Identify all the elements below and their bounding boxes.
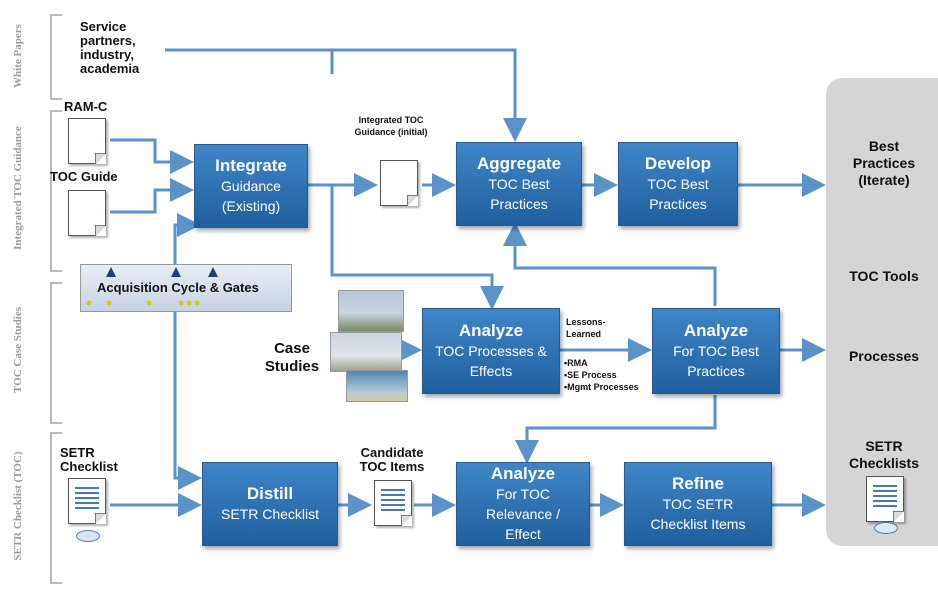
case-studies-label: Case Studies — [264, 340, 320, 375]
acquisition-gate-markers — [86, 267, 218, 306]
candidate-toc-items-label: Candidate TOC Items — [359, 445, 425, 474]
lane-bracket-setr — [50, 432, 62, 584]
develop-box: Develop TOC Best Practices — [618, 142, 738, 226]
analyze-relevance-subtitle: For TOC Relevance / Effect — [486, 486, 560, 542]
setr-checklists-output: SETR Checklists — [848, 438, 920, 471]
service-partners-label: Service partners, industry, academia — [80, 19, 140, 76]
analyze-relevance-box: Analyze For TOC Relevance / Effect — [456, 462, 590, 546]
best-practices-output: Best Practices (Iterate) — [852, 138, 916, 188]
refine-subtitle: TOC SETR Checklist Items — [650, 496, 746, 532]
setr-database-icon — [76, 530, 100, 542]
candidate-items-document-icon — [374, 480, 412, 526]
analyze-best-title: Analyze — [683, 321, 749, 340]
ram-c-label: RAM-C — [64, 99, 108, 114]
analyze-best-subtitle: For TOC Best Practices — [673, 343, 759, 379]
distill-subtitle: SETR Checklist — [220, 506, 320, 522]
toc-guide-label: TOC Guide — [50, 169, 118, 184]
acquisition-cycle-strip: Acquisition Cycle & Gates — [80, 264, 292, 312]
develop-title: Develop — [644, 154, 712, 173]
setr-checklists-document-icon — [866, 476, 904, 522]
integrate-subtitle: Guidance (Existing) — [221, 178, 281, 214]
acquisition-cycle-label: Acquisition Cycle & Gates — [97, 280, 259, 295]
toc-tools-output: TOC Tools — [849, 268, 919, 284]
analyze-toc-title: Analyze — [458, 321, 524, 340]
aggregate-subtitle: TOC Best Practices — [488, 176, 550, 212]
analyze-toc-subtitle: TOC Processes & Effects — [435, 343, 547, 379]
mgmt-processes-note: •Mgmt Processes — [564, 382, 639, 392]
lane-bracket-case-studies — [50, 282, 62, 424]
lane-bracket-integrated-guidance — [50, 110, 62, 272]
integrate-title: Integrate — [215, 156, 287, 175]
tiltrotor-photo — [330, 332, 402, 372]
aggregate-box: Aggregate TOC Best Practices — [456, 142, 582, 226]
setr-checklists-database-icon — [874, 522, 898, 534]
refine-box: Refine TOC SETR Checklist Items — [624, 462, 772, 546]
analyze-toc-processes-box: Analyze TOC Processes & Effects — [422, 308, 560, 394]
refine-title: Refine — [672, 474, 724, 493]
analyze-relevance-title: Analyze — [490, 464, 556, 483]
integrated-guidance-document-icon — [380, 160, 418, 206]
se-process-note: •SE Process — [564, 370, 617, 380]
output-panel — [826, 78, 938, 546]
distill-title: Distill — [246, 484, 294, 503]
toc-guide-document-icon — [68, 190, 106, 236]
develop-subtitle: TOC Best Practices — [647, 176, 709, 212]
aggregate-title: Aggregate — [476, 154, 562, 173]
processes-output: Processes — [848, 348, 920, 364]
integrate-guidance-box: Integrate Guidance (Existing) — [194, 144, 308, 228]
distill-box: Distill SETR Checklist — [202, 462, 338, 546]
setr-checklist-document-icon — [68, 478, 106, 524]
lane-bracket-white-papers — [50, 14, 62, 100]
setr-checklist-label: SETR Checklist — [60, 445, 118, 474]
analyze-best-practices-box: Analyze For TOC Best Practices — [652, 308, 780, 394]
rma-note: •RMA — [564, 358, 588, 368]
helicopter-photo — [338, 290, 404, 332]
integrated-toc-guidance-initial-label: Integrated TOC Guidance (initial) — [354, 115, 428, 137]
aircraft-photo — [346, 370, 408, 402]
ram-c-document-icon — [68, 118, 106, 164]
lessons-learned-label: Lessons-Learned — [566, 317, 606, 339]
